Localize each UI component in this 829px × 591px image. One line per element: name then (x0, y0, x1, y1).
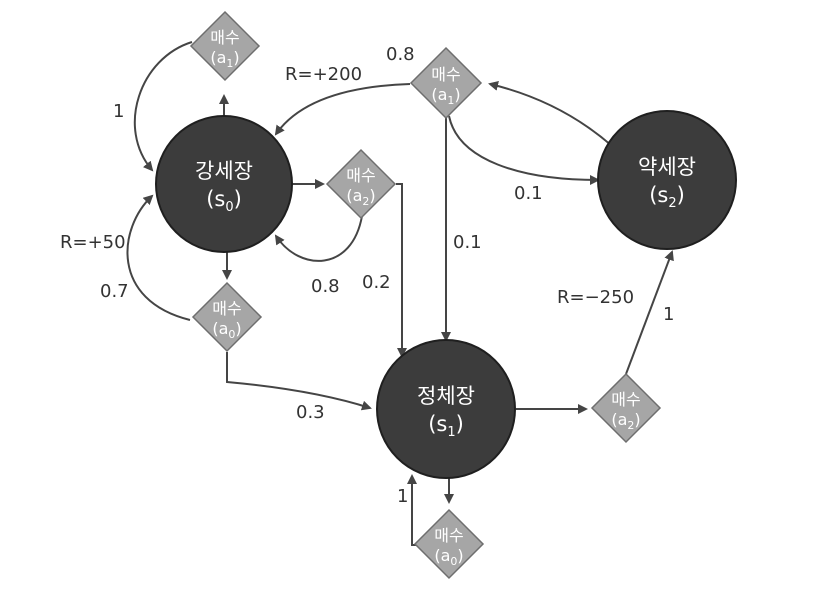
label-s2-a1-reward: R=+200 (285, 64, 362, 85)
action-s1-a0-diamond (413, 508, 485, 580)
label-s0-a0-back-prob: 0.7 (100, 281, 129, 302)
action-s1-a2: 매수 (a2) (590, 372, 662, 444)
action-s0-a0-diamond (191, 281, 263, 353)
state-s2-name: 약세장 (638, 155, 696, 179)
edge-s0-a1-to-s0 (133, 41, 193, 172)
action-s0-a2-symbol: (a2) (346, 186, 375, 208)
action-s0-a1-diamond (189, 10, 261, 82)
label-s1-a2-to-s2-prob: 1 (663, 304, 674, 325)
action-s0-a2-diamond (325, 148, 397, 220)
label-s0-a2-back-prob: 0.8 (311, 276, 340, 297)
label-s0-a2-to-s1-prob: 0.2 (362, 272, 391, 293)
label-s2-a1-to-s1-prob: 0.1 (453, 232, 482, 253)
edge-s1-a2-to-s2 (625, 250, 674, 375)
action-s1-a2-symbol: (a2) (611, 410, 640, 432)
state-s2-circle (597, 110, 737, 250)
state-s0: 강세장 (s0) (155, 115, 293, 253)
state-s1-symbol: (s1) (428, 412, 464, 440)
action-s0-a0-symbol: (a0) (212, 319, 241, 341)
action-s0-a1-symbol: (a1) (210, 48, 239, 70)
state-s0-symbol: (s0) (206, 187, 242, 215)
state-s1: 정체장 (s1) (376, 339, 516, 479)
label-s2-a1-to-s0-prob: 0.8 (386, 44, 415, 65)
action-s2-a1-name: 매수 (431, 65, 460, 84)
label-s2-a1-to-s2-prob: 0.1 (514, 183, 543, 204)
action-s1-a0: 매수 (a0) (413, 508, 485, 580)
action-s0-a2-name: 매수 (346, 166, 375, 185)
edge-s2-to-s2-a1 (488, 81, 613, 147)
label-s1-a2-reward: R=−250 (557, 287, 634, 308)
edge-s0-a2-to-s1 (396, 183, 407, 358)
state-s1-circle (376, 339, 516, 479)
action-s1-a0-name: 매수 (434, 526, 463, 545)
action-s0-a2: 매수 (a2) (325, 148, 397, 220)
state-s2-symbol: (s2) (649, 183, 685, 211)
label-s1-a0-prob: 1 (397, 486, 408, 507)
action-s1-a2-name: 매수 (611, 390, 640, 409)
state-s0-circle (155, 115, 293, 253)
action-s2-a1-symbol: (a1) (431, 85, 460, 107)
edge-s2-a1-to-s2 (448, 115, 600, 185)
label-s0-a1-prob: 1 (113, 101, 124, 122)
action-s1-a0-symbol: (a0) (434, 546, 463, 568)
edge-s0-a0-to-s0 (126, 194, 191, 321)
action-s0-a1: 매수 (a1) (189, 10, 261, 82)
label-s0-a0-reward: R=+50 (60, 232, 126, 253)
action-s2-a1-diamond (409, 46, 483, 120)
edge-s1-a0-to-s1 (407, 474, 417, 546)
action-s0-a0-name: 매수 (212, 299, 241, 318)
action-s1-a2-diamond (590, 372, 662, 444)
action-s0-a0: 매수 (a0) (191, 281, 263, 353)
edge-s2-a1-to-s0 (274, 83, 411, 136)
edge-s0-a0-to-s1 (226, 352, 372, 411)
action-s0-a1-name: 매수 (210, 28, 239, 47)
edge-s0-a2-to-s0 (274, 215, 363, 262)
state-s2: 약세장 (s2) (597, 110, 737, 250)
state-s1-name: 정체장 (417, 384, 475, 408)
label-s0-a0-to-s1-prob: 0.3 (296, 402, 325, 423)
action-s2-a1: 매수 (a1) (409, 46, 483, 120)
state-s0-name: 강세장 (195, 159, 253, 183)
